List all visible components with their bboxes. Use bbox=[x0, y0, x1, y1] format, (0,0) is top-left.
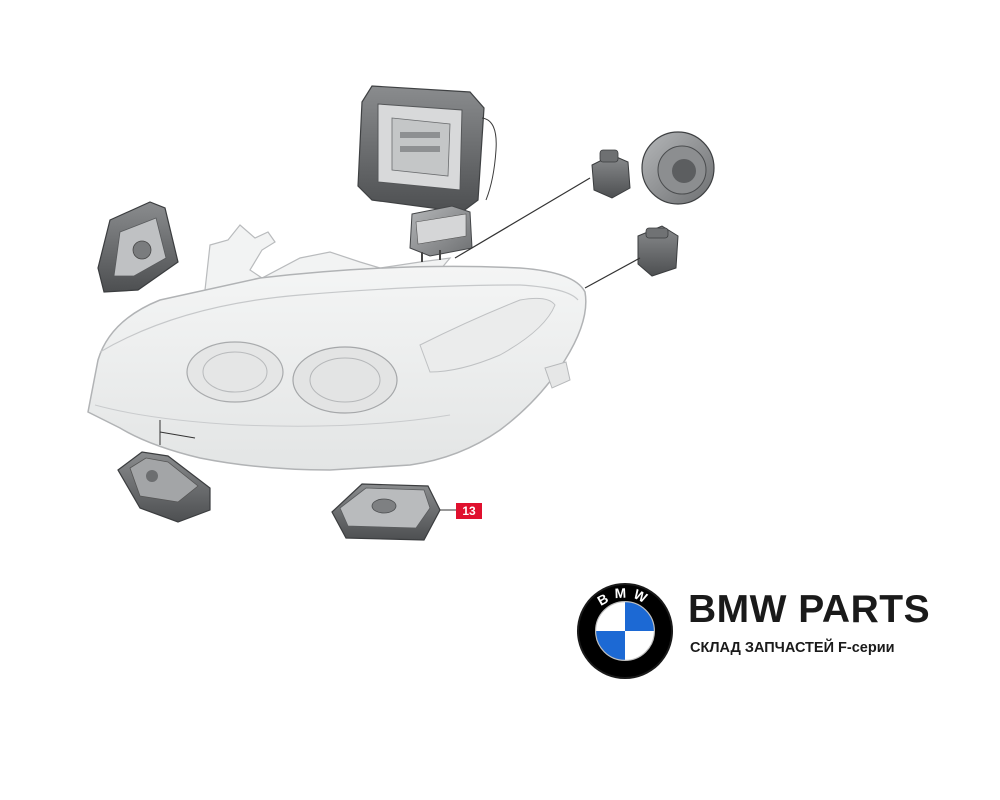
projector-lens-right bbox=[292, 346, 398, 414]
ballast-unit bbox=[331, 483, 456, 541]
bulb-upper bbox=[454, 149, 631, 259]
brand-subtitle: СКЛАД ЗАПЧАСТЕЙ F-серии bbox=[690, 640, 895, 656]
headlight-housing bbox=[87, 224, 587, 471]
brand-title: BMW PARTS bbox=[688, 588, 931, 631]
part-callout-label: 13 bbox=[456, 503, 482, 519]
dust-cap bbox=[641, 131, 715, 205]
lower-left-module bbox=[117, 420, 211, 523]
housing-upper-rim bbox=[99, 284, 579, 353]
projector-lens-left bbox=[186, 341, 284, 403]
bulb-lower bbox=[584, 225, 679, 289]
small-module bbox=[409, 205, 473, 262]
housing-light-strip bbox=[419, 297, 556, 373]
side-module bbox=[97, 201, 179, 293]
control-module-frame bbox=[357, 85, 497, 213]
brand-block: BMW BMW PARTS СКЛАД ЗАПЧАСТЕЙ F-серии bbox=[576, 582, 976, 682]
bmw-roundel-icon: BMW bbox=[576, 582, 674, 680]
